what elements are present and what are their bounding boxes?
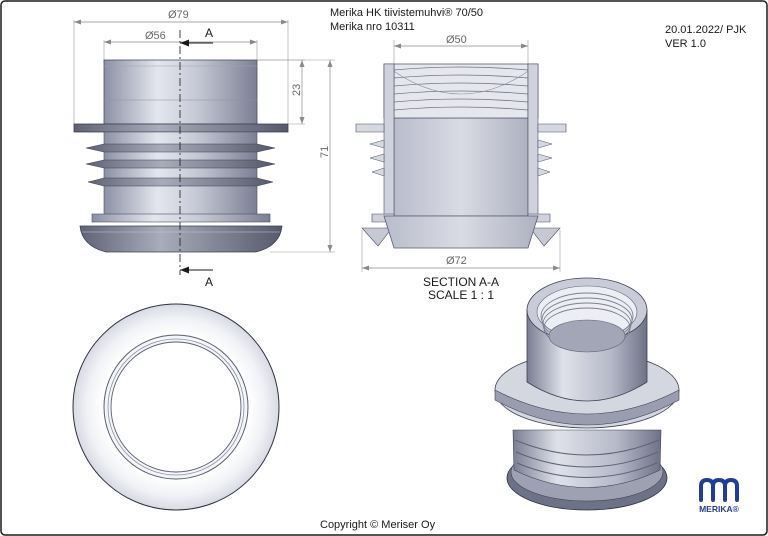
product-number: Merika nro 10311: [330, 21, 415, 33]
dim-total-height: 71: [319, 146, 331, 158]
dim-inner-diameter: Ø56: [145, 30, 166, 42]
date-author: 20.01.2022/ PJK: [665, 24, 747, 36]
bottom-lip: [79, 225, 283, 253]
isometric-view: [494, 277, 680, 511]
section-marker-bottom: A: [205, 275, 213, 289]
version: VER 1.0: [665, 38, 706, 50]
section-marker-top: A: [205, 26, 213, 40]
dim-thread-diameter: Ø50: [446, 34, 467, 46]
top-view: [72, 303, 280, 511]
front-view: Ø79 Ø56 A: [73, 9, 335, 289]
dim-top-height: 23: [291, 84, 303, 96]
logo-text: MERIKA®: [699, 504, 740, 514]
section-label: SECTION A-A: [423, 275, 499, 289]
dim-outer-diameter: Ø79: [168, 9, 189, 21]
merika-logo: MERIKA®: [699, 477, 740, 514]
dim-bottom-diameter: Ø72: [446, 255, 467, 267]
top-sleeve: [103, 59, 258, 125]
copyright: Copyright © Meriser Oy: [320, 519, 436, 531]
thread-lines: [393, 66, 529, 111]
merika-logo-icon: [699, 477, 739, 502]
sealing-ribs: [85, 143, 276, 187]
flange: [73, 123, 289, 133]
section-scale: SCALE 1 : 1: [428, 288, 494, 302]
section-view: Ø50 Ø72: [355, 34, 567, 302]
product-name: Merika HK tiivistemuhvi® 70/50: [330, 7, 483, 19]
